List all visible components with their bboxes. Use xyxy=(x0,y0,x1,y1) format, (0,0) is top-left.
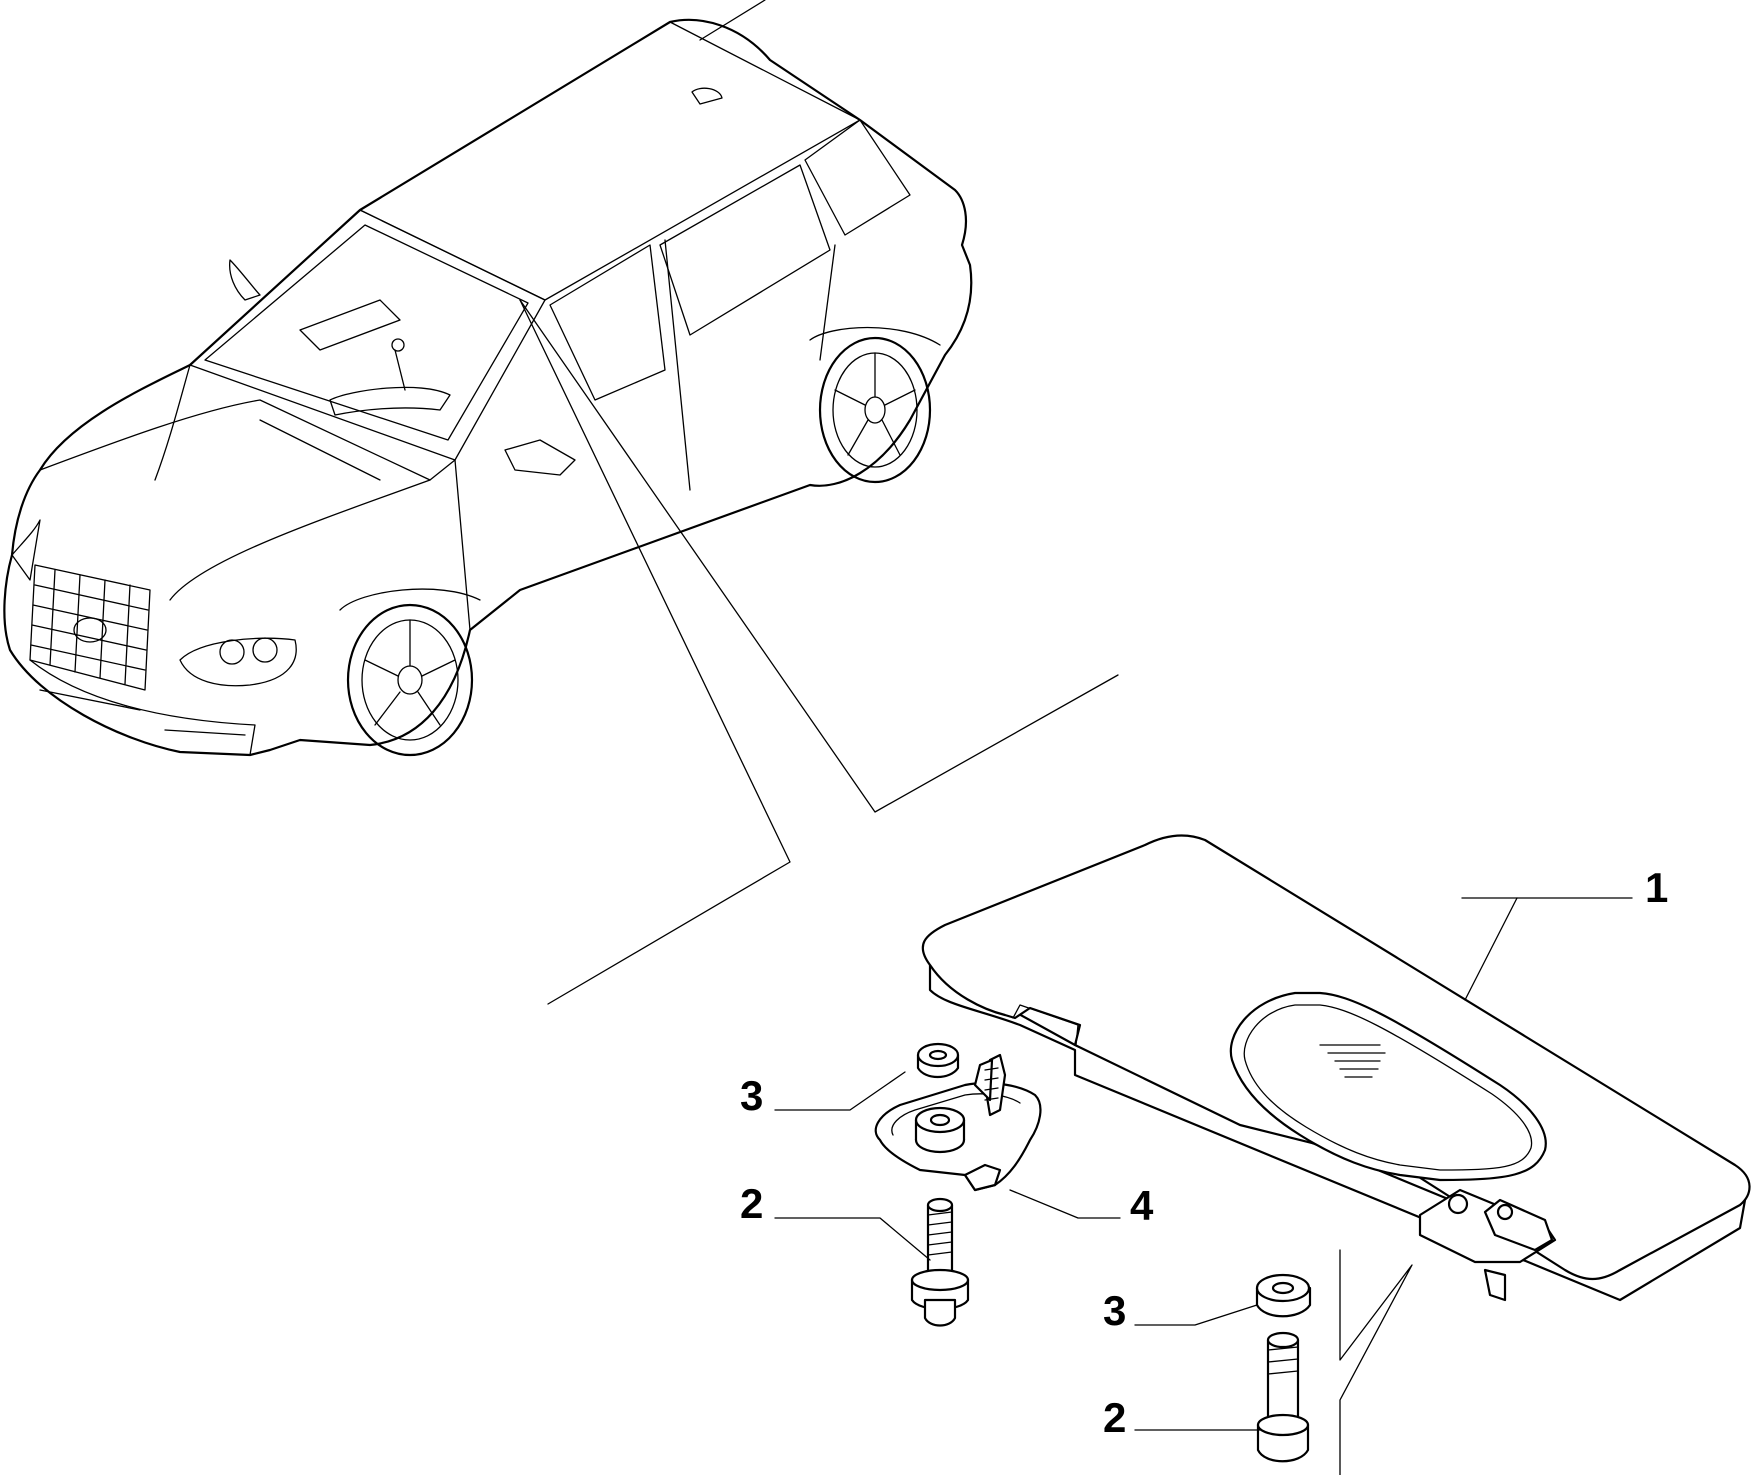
callout-2-lower-label: 2 xyxy=(1103,1394,1126,1441)
sun-visor xyxy=(921,834,1751,1302)
callout-2-upper-label: 2 xyxy=(740,1180,763,1227)
nut-lower xyxy=(1255,1273,1312,1318)
screw-upper xyxy=(910,1197,970,1327)
callout-3-lower-label: 3 xyxy=(1103,1287,1126,1334)
callout-1-label: 1 xyxy=(1645,864,1668,911)
nut-upper xyxy=(916,1042,960,1079)
detail-zoom-lines xyxy=(519,299,1119,1005)
car-illustration xyxy=(3,0,973,757)
assembly-lines xyxy=(1339,1249,1413,1475)
callout-4-label: 4 xyxy=(1130,1182,1154,1229)
callout-3-upper-label: 3 xyxy=(740,1072,763,1119)
screw-lower xyxy=(1256,1331,1310,1463)
callout-leaders xyxy=(774,897,1633,1431)
callout-labels: 1 2 2 3 3 4 xyxy=(740,864,1668,1441)
visor-mounting-bracket xyxy=(874,1053,1042,1192)
